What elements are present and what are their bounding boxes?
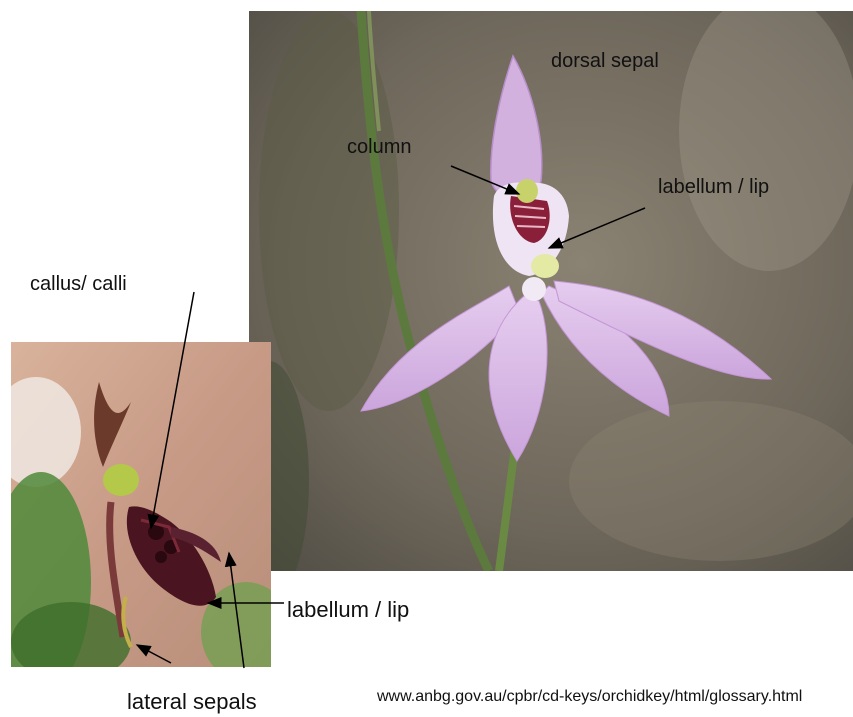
lateral-sepals-label: lateral sepals [127,691,257,713]
column-label: column [347,137,411,157]
callus-label: callus/ calli [30,274,127,294]
main-orchid-photo [249,11,853,571]
dark-orchid-image [11,342,271,667]
dorsal-sepal-label: dorsal sepal [551,51,659,71]
inset-orchid-photo [11,342,271,667]
labellum-lip-label-inset: labellum / lip [287,599,409,621]
pink-orchid-image [249,11,853,571]
source-url-text: www.anbg.gov.au/cpbr/cd-keys/orchidkey/h… [377,687,837,706]
labellum-lip-label-main: labellum / lip [658,177,769,197]
